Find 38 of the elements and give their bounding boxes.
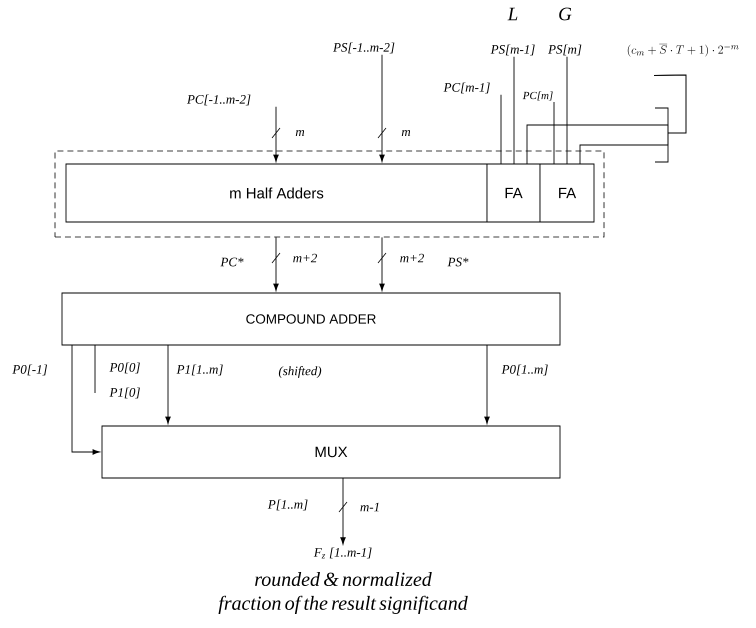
- arrow: [273, 106, 279, 162]
- edge-label: m+2: [293, 254, 317, 262]
- signal-label: PC[m-1]: [444, 82, 490, 94]
- block-box: MUX: [102, 426, 560, 478]
- block-box: FA: [486, 164, 540, 222]
- signal-label: PS[m]: [548, 44, 582, 56]
- signal-label: F$_{z}$ [1..m-1]: [314, 548, 372, 558]
- signal-label: P0[0]: [109, 362, 140, 374]
- edge-label: m: [296, 130, 304, 136]
- block-box: FA: [540, 164, 594, 222]
- signal-label: P0[-1]: [12, 364, 48, 376]
- edge-label: m: [402, 130, 410, 136]
- arrow: [379, 54, 385, 162]
- arrow: [340, 478, 346, 545]
- signal-label: (shifted): [278, 366, 322, 378]
- description-text: rounded & normalized fraction of the result significand: [218, 572, 468, 614]
- dashed-group-box: [54, 150, 604, 238]
- arrow: [379, 236, 385, 291]
- arrow: [72, 345, 100, 455]
- signal-label: PC*: [220, 258, 244, 266]
- signal-label: PC[m]: [522, 91, 553, 101]
- signal-label: PS*: [448, 258, 468, 266]
- signal-label: P0[1..m]: [502, 364, 548, 376]
- signal-label: PS[-1..m-2]: [333, 42, 394, 54]
- block-box: COMPOUND ADDER: [62, 292, 560, 346]
- arrow: [165, 345, 171, 424]
- signal-name: G: [559, 8, 572, 20]
- edge-label: m+2: [400, 254, 424, 262]
- signal-label: $(c_m+\overline{S}\cdot T+1)\cdot 2^{-m}$: [628, 44, 739, 57]
- signal-label: P1[0]: [109, 388, 140, 398]
- signal-name: L: [508, 8, 518, 20]
- signal-label: PC[-1..m-2]: [186, 94, 250, 106]
- signal-label: PS[m-1]: [490, 44, 535, 56]
- arrow: [484, 345, 490, 424]
- edge-label: m-1: [360, 502, 379, 512]
- arrow: [273, 236, 279, 291]
- signal-label: P1[1..m]: [176, 364, 223, 376]
- signal-label: P[1..m]: [268, 500, 308, 510]
